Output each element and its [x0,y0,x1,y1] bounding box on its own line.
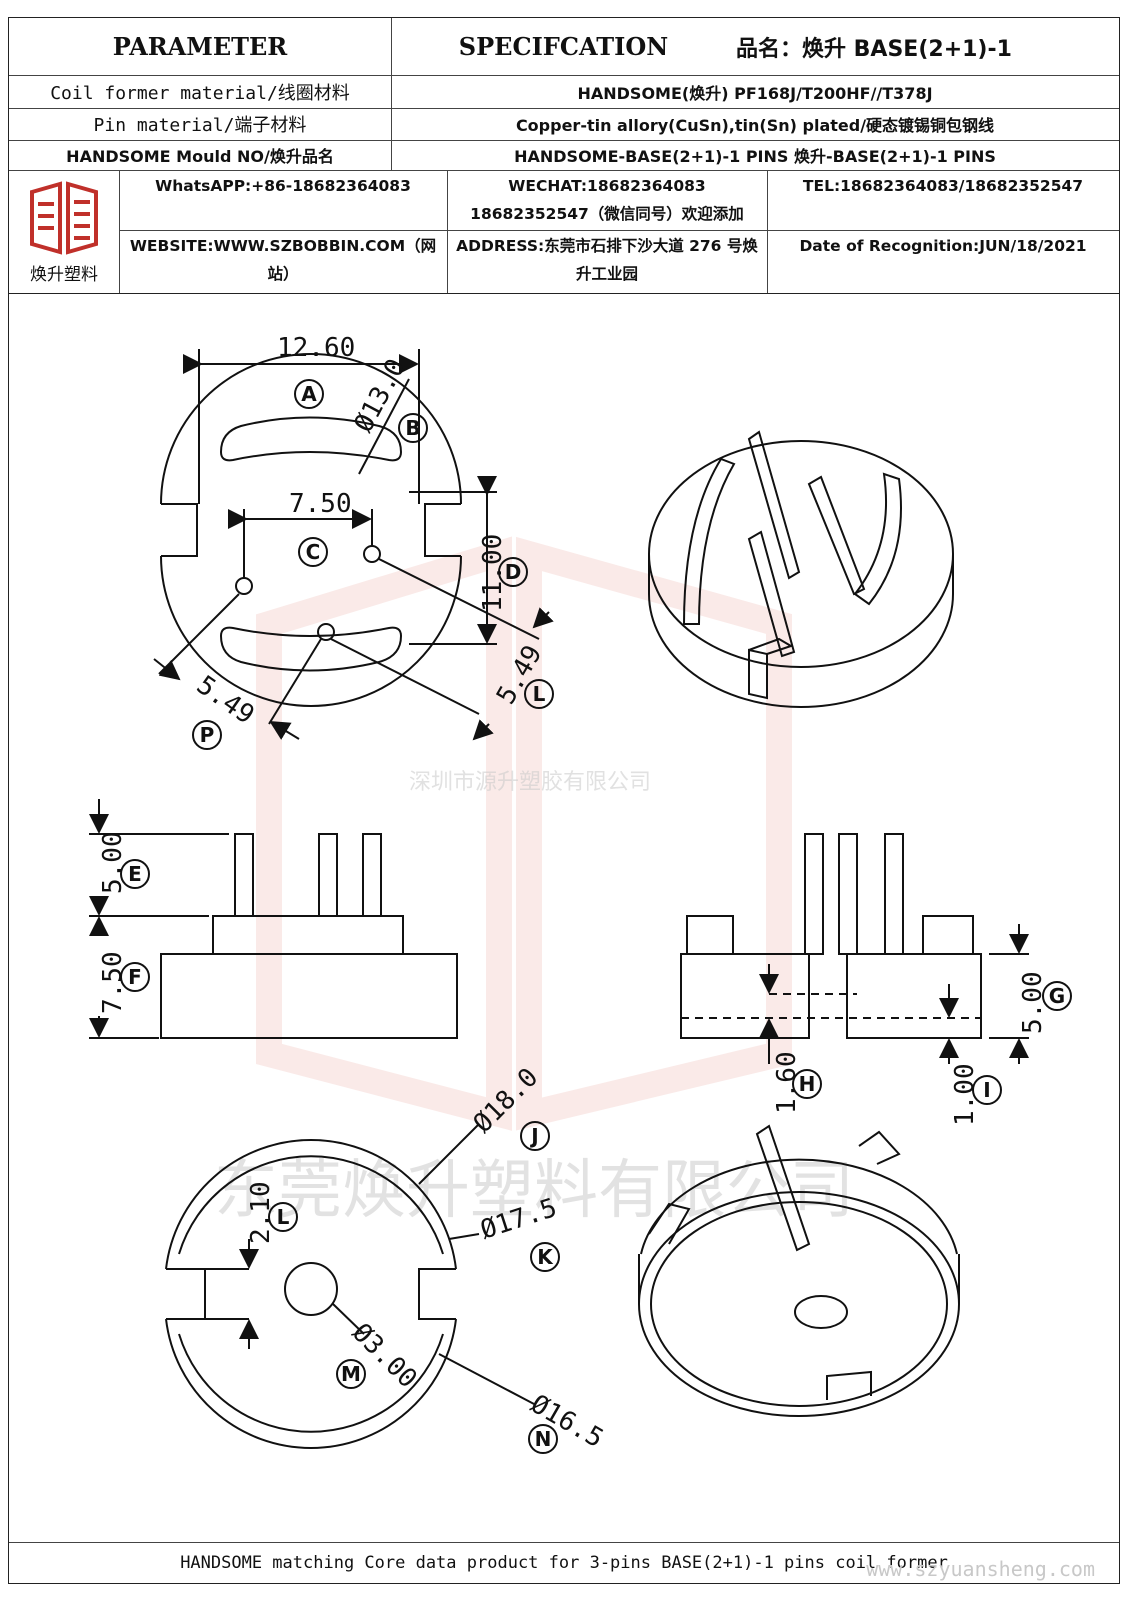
watermark-url: www.szyuansheng.com [866,1557,1095,1581]
label-m: M [336,1359,366,1389]
label-a: A [294,379,324,409]
address-info: ADDRESS:东莞市石排下沙大道 276 号焕升工业园 [456,237,758,283]
mould-row: HANDSOME Mould NO/焕升品名 HANDSOME-BASE(2+1… [9,140,1119,171]
label-h: H [792,1069,822,1099]
mould-value: HANDSOME-BASE(2+1)-1 PINS 焕升-BASE(2+1)-1… [514,147,996,166]
parameter-heading: PARAMETER [112,32,288,61]
label-c: C [298,537,328,567]
dim-g-value: 5.00 [1018,971,1048,1034]
technical-drawing: 深圳市源升塑胶有限公司 东莞焕升塑料有限公司 [9,294,1121,1484]
date-info: Date of Recognition:JUN/18/2021 [799,237,1087,255]
svg-text:N: N [535,1427,552,1451]
label-d: D [498,557,528,587]
svg-text:L: L [277,1205,290,1229]
pin-material-row: Pin material/端子材料 Copper-tin allory(CuSn… [9,108,1119,141]
dim-i-value: 1.00 [950,1063,980,1126]
svg-text:K: K [537,1245,554,1269]
label-j: J [520,1121,550,1151]
coil-material-label: Coil former material/线圈材料 [50,82,350,104]
product-name: 品名：焕升 BASE(2+1)-1 [736,36,1012,62]
dim-f-value: 7.50 [98,951,128,1014]
wechat-info: WECHAT:18682364083 18682352547（微信同号）欢迎添加 [470,177,744,223]
svg-text:B: B [405,416,420,440]
specification-heading: SPECIFCATION [458,32,669,61]
svg-text:P: P [200,723,215,747]
spec-sheet: PARAMETER SPECIFCATION 品名：焕升 BASE(2+1)-1… [8,17,1120,1584]
watermark-logo-icon [256,536,792,1131]
dim-c-value: 7.50 [289,489,352,519]
svg-text:H: H [799,1072,816,1096]
label-k: K [530,1242,560,1272]
svg-text:F: F [128,965,142,989]
dim-d-value: 11.00 [478,534,508,612]
dim-h-value: 1.60 [772,1051,802,1114]
coil-material-row: Coil former material/线圈材料 HANDSOME(焕升) P… [9,75,1119,109]
drawing-lines: 12.60 Ø13.0 7.50 11.00 5.49 5.49 5.00 7.… [89,333,1072,1454]
footer-note: HANDSOME matching Core data product for … [9,1542,1119,1583]
label-n: N [528,1424,558,1454]
whatsapp-info: WhatsAPP:+86-18682364083 [155,177,411,195]
dim-k-value: Ø17.5 [477,1193,561,1246]
label-f: F [120,962,150,992]
logo-mark-icon [30,181,98,255]
svg-text:L: L [533,682,546,706]
pin-material-value: Copper-tin allory(CuSn),tin(Sn) plated/硬… [515,116,995,135]
label-l2: L [268,1202,298,1232]
label-b: B [398,413,428,443]
svg-text:I: I [983,1078,990,1102]
label-e: E [120,859,150,889]
svg-text:D: D [505,560,522,584]
dim-l2-value: 2.10 [246,1181,276,1244]
label-p: P [192,720,222,750]
label-l1: L [524,679,554,709]
company-block: 焕升塑料 WhatsAPP:+86-18682364083 WECHAT:186… [9,170,1119,294]
pin-material-label: Pin material/端子材料 [93,115,307,136]
svg-text:C: C [306,540,321,564]
label-i: I [972,1075,1002,1105]
tel-info: TEL:18682364083/18682352547 [802,177,1084,195]
svg-text:E: E [128,862,142,886]
dim-e-value: 5.00 [98,831,128,894]
header-row: PARAMETER SPECIFCATION 品名：焕升 BASE(2+1)-1 [9,18,1119,76]
svg-text:A: A [301,382,317,406]
coil-material-value: HANDSOME(焕升) PF168J/T200HF//T378J [577,83,933,103]
logo-caption: 焕升塑料 [30,265,98,285]
svg-text:J: J [529,1124,538,1148]
company-logo: 焕升塑料 [9,170,119,293]
label-g: G [1042,981,1072,1011]
watermark-small: 深圳市源升塑胶有限公司 [409,770,652,795]
svg-text:M: M [341,1362,361,1386]
dim-b-value: Ø13.0 [349,354,412,437]
mould-label: HANDSOME Mould NO/焕升品名 [66,147,334,166]
dim-a-value: 12.60 [277,333,355,363]
svg-text:G: G [1049,984,1065,1008]
website-info: WEBSITE:WWW.SZBOBBIN.COM（网站） [129,237,437,283]
